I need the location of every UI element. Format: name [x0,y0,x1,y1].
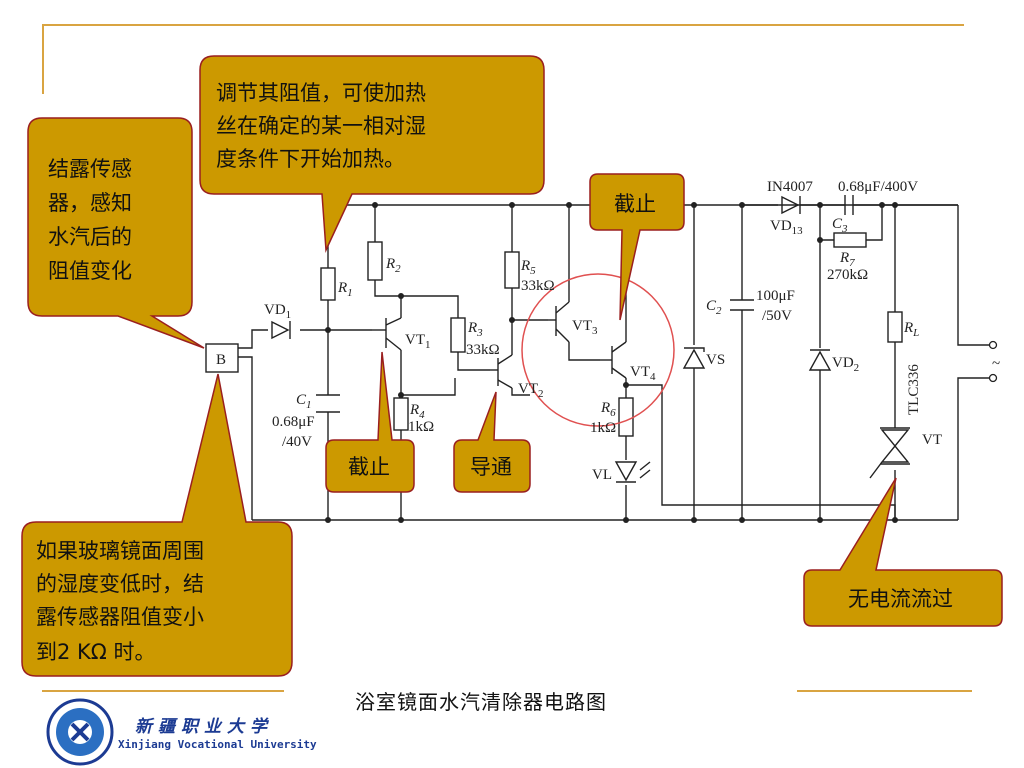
c3-label: C3 [832,216,848,235]
vd1-label: VD1 [264,302,291,321]
callout-left-line-4: 阻值变化 [48,259,132,283]
rl-label: RL [903,320,919,339]
callout-left: 结露传感 器，感知 水汽后的 阻值变化 [27,117,205,349]
ac-symbol: ~ [992,356,1000,372]
r5-value: 33kΩ [521,278,555,294]
callout-jiezhi-bottom: 截止 [325,351,415,493]
highlight-circle [521,273,675,427]
vt1-label: VT1 [405,332,431,351]
c2-label: C2 [706,298,722,317]
callout-no-current: 无电流流过 [803,477,1003,627]
r7-resistor [833,232,867,248]
rl-resistor [887,311,903,343]
vt3-label: VT3 [572,318,598,337]
callout-bottom-left-line-1: 如果玻璃镜面周围 [36,539,204,563]
callout-left-line-1: 结露传感 [48,157,132,181]
r5-label: R5 [520,258,536,277]
c1-value-2: /40V [282,434,312,450]
university-logo-icon [46,698,114,766]
vd13-label: VD13 [770,218,803,237]
circuit-components [205,195,910,483]
callout-jiezhi-top-text: 截止 [614,192,656,216]
r3-value: 33kΩ [466,342,500,358]
r4-resistor [393,397,409,431]
callout-top: 调节其阻值，可使加热 丝在确定的某一相对湿 度条件下开始加热。 [199,55,545,253]
callout-left-line-3: 水汽后的 [48,225,132,249]
callout-left-line-2: 器，感知 [48,191,132,215]
frame-top-line [42,24,964,26]
transistors [372,301,627,389]
c1-value-1: 0.68μF [272,414,315,430]
c3-value: 0.68μF/400V [838,179,918,195]
in4007-label: IN4007 [767,179,813,195]
r6-label: R6 [600,400,616,419]
callout-daotong: 导通 [453,391,531,493]
vt2-label: VT2 [518,381,544,400]
callout-daotong-text: 导通 [470,455,512,479]
component-labels: B VD1 R1 R2 VT1 R3 33kΩ C1 0.68μF /40V R… [216,179,1000,483]
c2-value-2: /50V [762,308,792,324]
callout-jiezhi-top: 截止 [589,173,685,321]
r1-resistor [320,267,336,301]
r3-label: R3 [467,320,483,339]
callout-top-line-3: 度条件下开始加热。 [216,147,405,171]
r6-value: 1kΩ [590,420,616,436]
logo-text-en: Xinjiang Vocational University [118,738,317,751]
callout-bottom-left-line-4: 到2 KΩ 时。 [36,640,156,664]
r3-resistor [450,317,466,353]
r2-resistor [367,241,383,281]
sensor-b-box [205,343,239,373]
callout-bottom-left: 如果玻璃镜面周围 的湿度变低时，结 露传感器阻值变小 到2 KΩ 时。 [21,373,293,677]
diagram-caption: 浴室镜面水汽清除器电路图 [355,690,607,714]
callout-jiezhi-bottom-text: 截止 [348,455,390,479]
vt-triac-label: VT [922,432,942,448]
r1-label: R1 [337,280,353,299]
r7-value: 270kΩ [827,267,868,283]
r4-value: 1kΩ [408,419,434,435]
r7-label: R7 [839,250,855,269]
vs-label: VS [706,352,725,368]
vd2-label: VD2 [832,355,859,374]
ac-terminal-bottom [988,373,998,383]
c2-value-1: 100μF [756,288,795,304]
callout-top-line-2: 丝在确定的某一相对湿 [216,114,426,138]
frame-bottom-left-line [42,690,284,692]
r5-resistor [504,251,520,289]
r6-resistor [618,397,634,437]
tlc336-label: TLC336 [906,364,922,415]
callout-no-current-text: 无电流流过 [848,587,953,611]
r4-label: R4 [409,402,425,421]
vl-label: VL [592,467,612,483]
frame-bottom-right-line [797,690,972,692]
sensor-label: B [216,352,226,368]
vt4-label: VT4 [630,364,656,383]
callout-bottom-left-line-2: 的湿度变低时，结 [36,572,204,596]
r2-label: R2 [385,256,401,275]
c1-label: C1 [296,392,312,411]
logo-text-cn: 新疆职业大学 [135,717,273,737]
callout-bottom-left-line-3: 露传感器阻值变小 [36,605,204,629]
frame-left-line [42,24,44,94]
callout-top-line-1: 调节其阻值，可使加热 [216,81,426,105]
ac-terminal-top [988,340,998,350]
